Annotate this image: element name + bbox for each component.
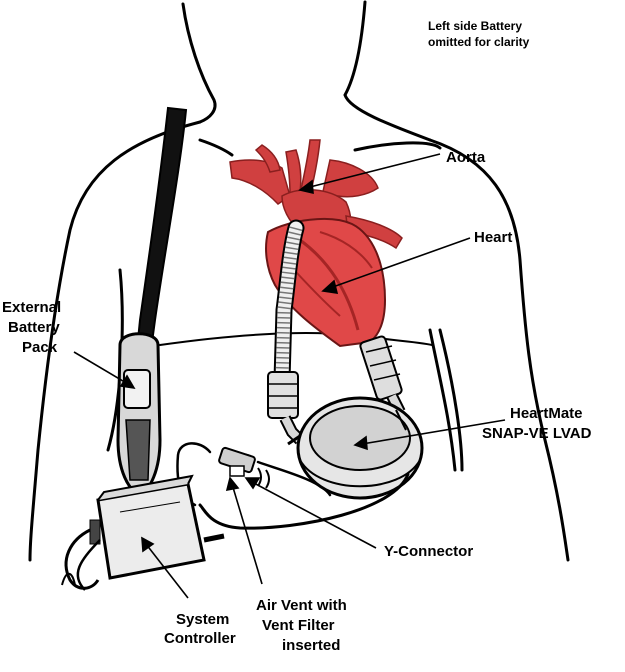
lvad-pump: [287, 396, 424, 500]
note-line-2: omitted for clarity: [428, 35, 530, 49]
right-arm-inner-line: [438, 328, 464, 472]
outflow-graft: [267, 219, 305, 445]
label-y-connector: Y-Connector: [384, 543, 473, 560]
right-shoulder-line: [428, 138, 570, 562]
label-controller-line-1: System: [176, 611, 229, 628]
label-air-vent-line-1: Air Vent with: [256, 597, 347, 614]
neck-left-line: [181, 2, 217, 124]
label-controller-line-2: Controller: [164, 630, 236, 647]
label-air-vent-line-2: Vent Filter: [262, 617, 335, 634]
diaphragm-line: [159, 332, 433, 346]
battery-strap: [133, 106, 188, 374]
leader-lines: [73, 153, 506, 599]
collarbone-left: [198, 138, 234, 157]
label-battery-line-1: External: [2, 299, 61, 316]
label-lvad-line-1: HeartMate: [510, 405, 583, 422]
label-battery-line-3: Pack: [22, 339, 58, 356]
air-vent-filter: [218, 446, 270, 489]
label-lvad-line-2: SNAP-VE LVAD: [482, 425, 592, 442]
collarbone-right: [353, 141, 442, 152]
note-line-1: Left side Battery: [428, 19, 522, 33]
labels: Left side Battery omitted for clarity Ao…: [2, 19, 592, 654]
external-battery-pack: [116, 332, 162, 497]
neck-right-line: [343, 0, 432, 142]
label-aorta: Aorta: [446, 149, 486, 166]
label-heart: Heart: [474, 229, 512, 246]
label-battery-line-2: Battery: [8, 319, 60, 336]
label-air-vent-line-3: inserted: [282, 637, 340, 654]
left-shoulder-line: [28, 120, 202, 562]
system-controller: [61, 474, 225, 591]
right-chest-line: [428, 328, 457, 472]
